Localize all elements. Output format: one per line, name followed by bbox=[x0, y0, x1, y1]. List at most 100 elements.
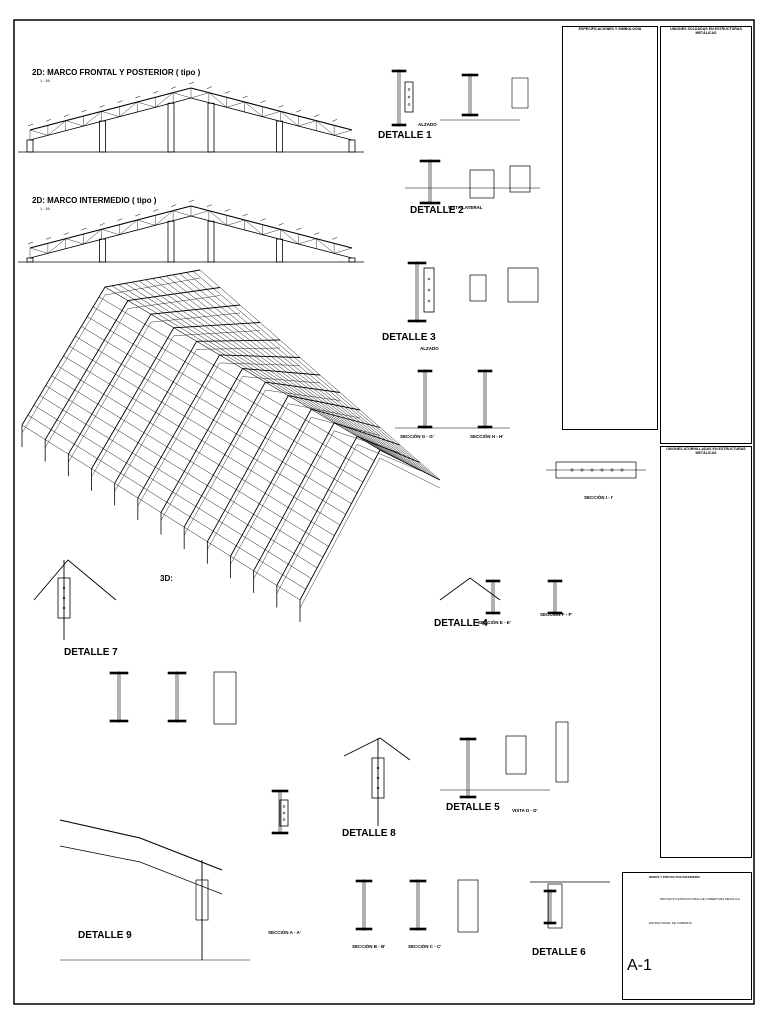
front-frame-purlin-tick bbox=[188, 81, 195, 85]
front-frame-column bbox=[207, 102, 215, 153]
intermediate-frame-purlin-tick bbox=[45, 237, 51, 240]
section-g-profile bbox=[423, 369, 427, 429]
intermediate-frame-web bbox=[262, 229, 281, 235]
intermediate-frame-purlin-tick bbox=[171, 204, 177, 207]
front-frame-top-chord bbox=[29, 87, 192, 131]
notes-panel-specifications-title: ESPECIFICACIONES Y SIMBOLOGÍA bbox=[578, 27, 642, 31]
iso-purlin bbox=[27, 414, 306, 590]
detail-1-plate bbox=[404, 81, 414, 113]
front-frame-column bbox=[167, 102, 175, 153]
section-e-profile bbox=[491, 579, 495, 615]
section-b-profile bbox=[355, 927, 373, 931]
front-frame-bottom-chord bbox=[29, 97, 192, 141]
detail-1-beam-section bbox=[461, 113, 479, 117]
section-a-plate-bolt bbox=[282, 811, 286, 815]
detail-1-beam-section bbox=[468, 73, 472, 117]
detail-2-column bbox=[419, 201, 441, 205]
iso-frame-arch bbox=[299, 449, 441, 601]
notes-panel-specifications: ESPECIFICACIONES Y SIMBOLOGÍA bbox=[562, 26, 658, 430]
iso-purlin bbox=[186, 272, 432, 476]
detail-9-label: DETALLE 9 bbox=[78, 930, 132, 941]
intermediate-frame-column bbox=[167, 220, 175, 263]
section-b-label: SECCIÓN B - B' bbox=[352, 944, 386, 949]
intermediate-frame-column bbox=[26, 257, 34, 263]
section-i-bolt bbox=[590, 468, 594, 472]
title-block-sheet-number: A-1 bbox=[627, 957, 652, 974]
iso-frame-bottom-chord bbox=[68, 312, 241, 463]
detail-8-plate-bolt bbox=[376, 786, 380, 790]
intermediate-frame-purlin-tick bbox=[314, 232, 320, 235]
detail-3-plate bbox=[423, 267, 435, 313]
detail-9-plate bbox=[195, 879, 209, 921]
section-c-label: SECCIÓN C - C' bbox=[408, 944, 442, 949]
front-frame-purlin-tick bbox=[242, 95, 248, 99]
iso-purlin bbox=[199, 269, 441, 481]
iso-purlin bbox=[98, 296, 375, 461]
front-frame-web bbox=[101, 111, 120, 117]
front-frame-column bbox=[99, 120, 106, 153]
iso-purlin bbox=[125, 283, 393, 457]
notes-panel-bolted-title: UNIONES ATORNILLADAS EN ESTRUCTURAS METÁ… bbox=[666, 447, 746, 455]
iso-frame-bottom-chord bbox=[299, 457, 441, 609]
iso-frame-bottom-chord bbox=[21, 277, 201, 434]
front-frame-web bbox=[29, 129, 48, 136]
title-block-project: PROYECTO ESTRUCTURAL DE COBERTURA METÁLI… bbox=[660, 897, 740, 901]
front-frame-purlin-tick bbox=[135, 95, 141, 99]
section-e-profile bbox=[485, 611, 501, 615]
iso-frame-bottom-chord bbox=[207, 403, 361, 550]
detail-6-profile bbox=[543, 921, 557, 925]
detail-5-bracket bbox=[505, 735, 527, 775]
intermediate-frame-purlin-tick bbox=[63, 232, 69, 235]
title-block-drawing-name: ESTRUCTURAL DE CUBIERTA bbox=[649, 921, 692, 925]
detail-3-section bbox=[469, 274, 487, 302]
iso-purlin bbox=[69, 345, 346, 515]
intermediate-frame-web bbox=[316, 238, 335, 254]
section-i-label: SECCIÓN I - I' bbox=[584, 495, 614, 500]
iso-frame-bottom-chord bbox=[276, 444, 421, 594]
detail-2-lateral-view bbox=[469, 169, 495, 199]
iso-purlin bbox=[104, 286, 381, 451]
section-i-bolt bbox=[580, 468, 584, 472]
detail-1-plate-bolt bbox=[407, 103, 411, 106]
front-frame-web bbox=[226, 101, 245, 108]
front-frame-web bbox=[334, 129, 353, 136]
intermediate-frame-web bbox=[119, 219, 138, 235]
detail-8-rafter bbox=[343, 737, 411, 761]
section-i-bolt bbox=[570, 468, 574, 472]
section-bc-side-plate bbox=[457, 879, 479, 933]
iso-frame-arch bbox=[67, 304, 241, 455]
detail-2-column bbox=[428, 159, 432, 205]
iso-purlin bbox=[179, 273, 428, 474]
front-frame-web bbox=[173, 92, 192, 99]
front-frame-purlin-tick bbox=[260, 100, 266, 103]
iso-frame-bottom-chord bbox=[137, 362, 301, 507]
detail-8-plate-bolt bbox=[376, 766, 380, 770]
front-frame-web bbox=[137, 101, 156, 108]
intermediate-frame-purlin-tick bbox=[117, 218, 123, 221]
detail-7-plate-bolt bbox=[62, 596, 66, 600]
iso-purlin bbox=[132, 281, 398, 459]
iso-purlin bbox=[75, 336, 352, 504]
detail-1-beam-section bbox=[461, 73, 479, 77]
iso-frame-bottom-chord bbox=[183, 389, 341, 536]
view-lateral-label: VISTA LATERAL bbox=[448, 205, 483, 210]
iso-purlin bbox=[21, 424, 301, 601]
front-frame-web bbox=[119, 101, 138, 117]
iso-purlin bbox=[51, 375, 329, 547]
detail-3-plate-bolt bbox=[427, 288, 431, 292]
detail-1-column-profile bbox=[391, 123, 407, 127]
front-frame-top-chord bbox=[190, 87, 353, 131]
intermediate-frame-web bbox=[101, 229, 120, 235]
intermediate-frame-web bbox=[29, 247, 48, 254]
iso-frame-arch bbox=[206, 395, 361, 542]
notes-panel-welded-title: UNIONES SOLDADAS EN ESTRUCTURAS METÁLICA… bbox=[670, 27, 742, 35]
detail-3-column bbox=[407, 319, 427, 323]
front-frame-web bbox=[190, 92, 209, 99]
section-i-bolt bbox=[600, 468, 604, 472]
iso-purlin bbox=[57, 365, 335, 536]
sheet-border bbox=[13, 19, 755, 1005]
detail-8-plate bbox=[371, 757, 385, 799]
intermediate-frame-web bbox=[155, 210, 174, 226]
section-h-profile bbox=[483, 369, 487, 429]
front-frame-purlin-tick bbox=[27, 123, 34, 127]
